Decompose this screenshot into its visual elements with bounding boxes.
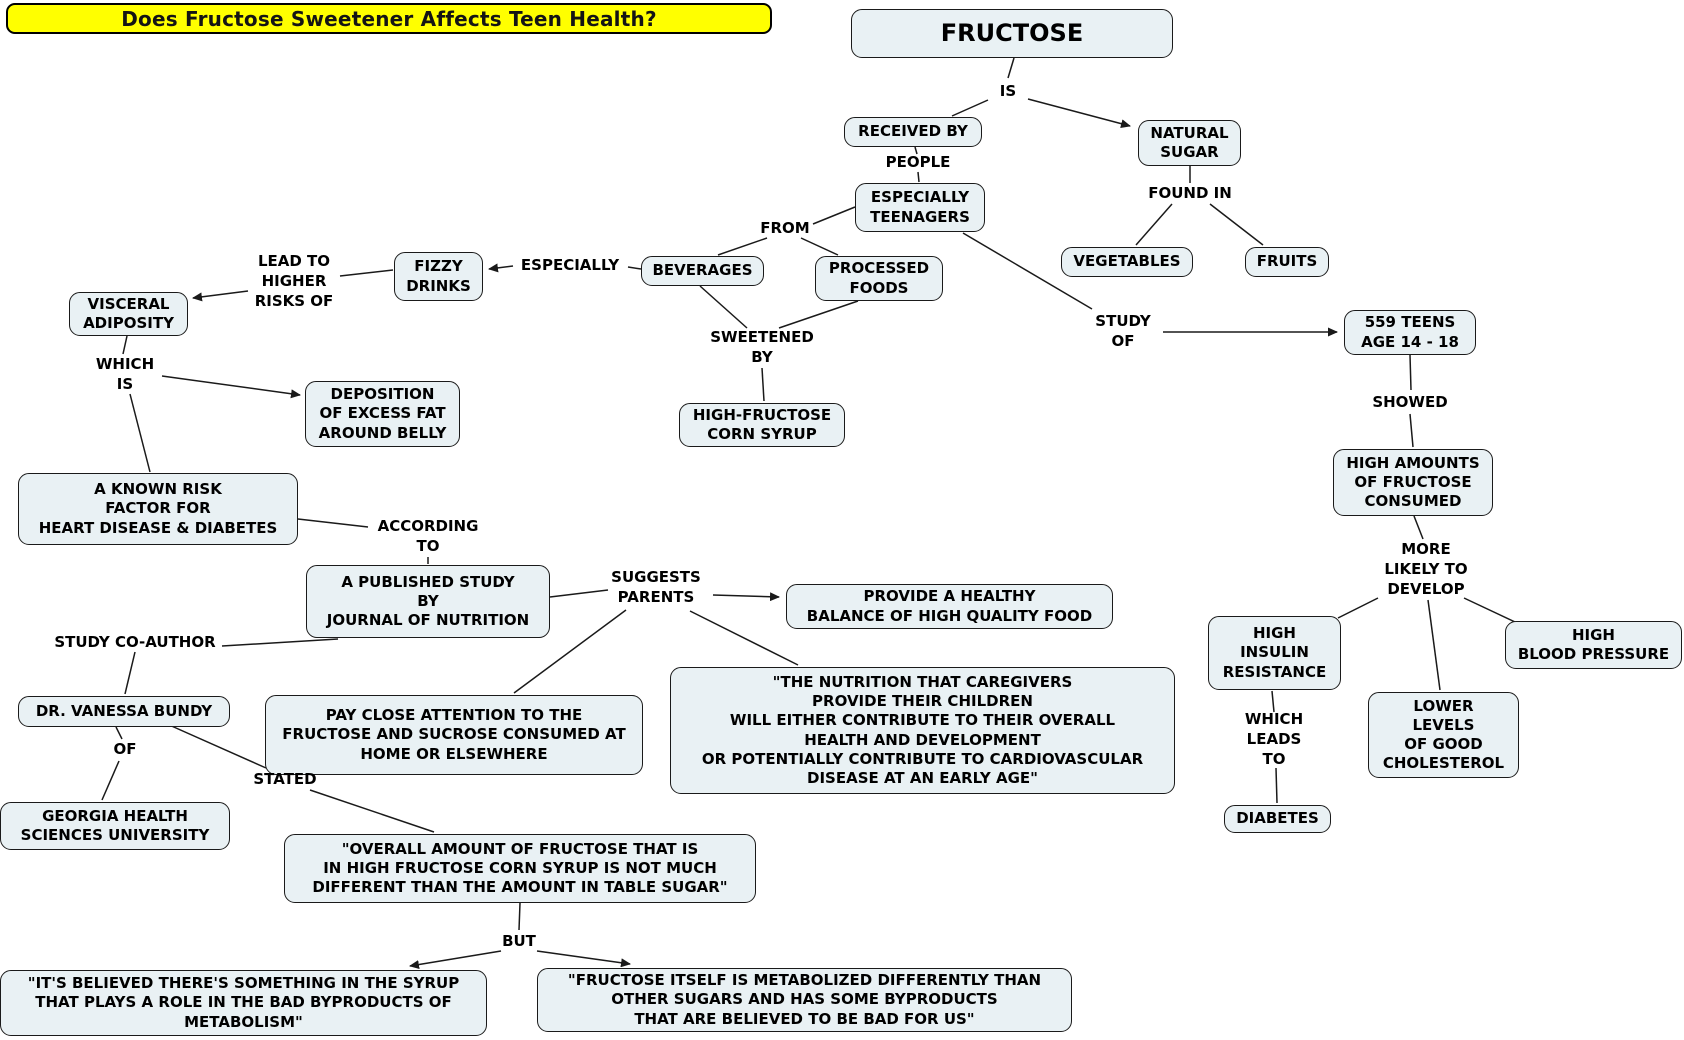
node-fructose: FRUCTOSE [851, 9, 1173, 58]
link-label-is: IS [999, 82, 1017, 101]
node-high-amounts-consumed: HIGH AMOUNTS OF FRUCTOSE CONSUMED [1333, 449, 1493, 516]
node-lower-good-cholesterol: LOWER LEVELS OF GOOD CHOLESTEROL [1368, 692, 1519, 778]
connector-line [917, 171, 920, 183]
link-label-from: FROM [760, 219, 810, 238]
link-label-showed: SHOWED [1372, 393, 1448, 412]
node-deposition-belly-fat: DEPOSITION OF EXCESS FAT AROUND BELLY [305, 381, 460, 447]
connector-line [1409, 354, 1412, 391]
link-label-sweetened-by: SWEETENED BY [710, 328, 814, 366]
connector-line [761, 367, 765, 402]
node-provide-healthy-balance: PROVIDE A HEALTHY BALANCE OF HIGH QUALIT… [786, 584, 1113, 629]
connector-line [221, 638, 339, 647]
node-known-risk-factor: A KNOWN RISK FACTOR FOR HEART DISEASE & … [18, 473, 298, 545]
node-high-fructose-corn-syrup: HIGH-FRUCTOSE CORN SYRUP [679, 403, 845, 447]
connector-line [166, 723, 267, 769]
node-processed-foods: PROCESSED FOODS [815, 256, 943, 301]
node-diabetes: DIABETES [1224, 805, 1331, 833]
connector-line [951, 99, 989, 117]
connector-line [962, 232, 1093, 310]
node-overall-amount-quote: "OVERALL AMOUNT OF FRUCTOSE THAT IS IN H… [284, 834, 756, 903]
connector-line [689, 610, 799, 666]
node-559-teens: 559 TEENS AGE 14 - 18 [1344, 310, 1476, 355]
node-natural-sugar: NATURAL SUGAR [1138, 120, 1241, 166]
link-label-according-to: ACCORDING TO [377, 517, 479, 555]
node-published-study: A PUBLISHED STUDY BY JOURNAL OF NUTRITIO… [306, 565, 550, 638]
connector-line [812, 206, 856, 225]
connector-line [914, 146, 918, 155]
connector-line [339, 269, 394, 277]
connector-line [1275, 767, 1278, 804]
node-especially-teenagers: ESPECIALLY TEENAGERS [855, 183, 985, 232]
node-high-insulin-resistance: HIGH INSULIN RESISTANCE [1208, 616, 1341, 690]
link-label-which-is: WHICH IS [95, 355, 155, 393]
node-dr-vanessa-bundy: DR. VANESSA BUNDY [18, 696, 230, 727]
connector-line [129, 393, 151, 473]
link-label-of: OF [113, 740, 137, 759]
link-label-found-in: FOUND IN [1148, 184, 1232, 203]
link-label-lead-to-higher-risks: LEAD TO HIGHER RISKS OF [254, 252, 334, 310]
node-pay-close-attention: PAY CLOSE ATTENTION TO THE FRUCTOSE AND … [265, 695, 643, 775]
node-nutrition-caregivers-quote: "THE NUTRITION THAT CAREGIVERS PROVIDE T… [670, 667, 1175, 794]
node-beverages: BEVERAGES [641, 256, 764, 286]
node-high-blood-pressure: HIGH BLOOD PRESSURE [1505, 621, 1682, 669]
connector-line [1271, 690, 1275, 713]
connector-line [518, 902, 521, 931]
link-label-study-co-author: STUDY CO-AUTHOR [54, 633, 216, 652]
connector-line [297, 518, 369, 528]
connector-line [1027, 98, 1131, 129]
connector-line [115, 726, 123, 740]
connector-line [101, 760, 120, 801]
connector-line [1413, 515, 1424, 540]
connector-line [488, 263, 514, 273]
connector-line [712, 592, 780, 602]
connector-line [309, 789, 435, 833]
node-fruits: FRUITS [1245, 247, 1329, 277]
connector-line [549, 589, 609, 598]
connector-line [717, 237, 768, 256]
connector-line [513, 609, 627, 694]
node-visceral-adiposity: VISCERAL ADIPOSITY [69, 292, 188, 336]
node-fizzy-drinks: FIZZY DRINKS [394, 252, 483, 301]
connector-line [800, 237, 839, 256]
node-georgia-health-sciences: GEORGIA HEALTH SCIENCES UNIVERSITY [0, 802, 230, 850]
node-received-by: RECEIVED BY [844, 117, 982, 147]
link-label-study-of: STUDY OF [1095, 312, 1151, 350]
link-label-more-likely-develop: MORE LIKELY TO DEVELOP [1384, 540, 1468, 598]
connector-line [778, 300, 859, 329]
node-syrup-byproducts-quote: "IT'S BELIEVED THERE'S SOMETHING IN THE … [0, 970, 487, 1036]
link-label-suggests-parents: SUGGESTS PARENTS [611, 568, 701, 606]
link-label-stated: STATED [253, 770, 317, 789]
connector-line [627, 266, 642, 270]
connector-line [1209, 203, 1264, 246]
connector-line [161, 375, 301, 399]
connector-line [122, 335, 128, 355]
connector-line [1337, 597, 1379, 619]
connector-line [536, 950, 631, 968]
connector-line [192, 290, 249, 302]
link-label-people: PEOPLE [885, 153, 951, 172]
link-label-but: BUT [502, 932, 536, 951]
page-title: Does Fructose Sweetener Affects Teen Hea… [6, 3, 772, 34]
link-label-which-leads-to: WHICH LEADS TO [1244, 710, 1304, 768]
connector-line [124, 651, 136, 695]
connector-line [1427, 599, 1441, 691]
connector-line [699, 285, 748, 329]
connector-line [409, 950, 502, 969]
node-vegetables: VEGETABLES [1061, 247, 1193, 277]
connector-line [1135, 203, 1173, 246]
link-label-especially: ESPECIALLY [520, 256, 620, 275]
node-metabolized-differently-quote: "FRUCTOSE ITSELF IS METABOLIZED DIFFEREN… [537, 968, 1072, 1032]
connector-line [1409, 413, 1414, 448]
connector-line [1007, 57, 1015, 79]
